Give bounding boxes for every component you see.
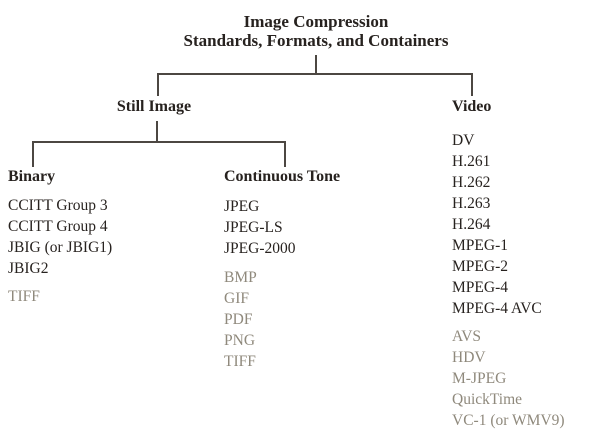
list-item: CCITT Group 3 — [8, 197, 108, 214]
connector-still-image-drop-right — [284, 141, 286, 167]
branch-label-continuous-tone: Continuous Tone — [224, 168, 341, 185]
list-item: AVS — [452, 328, 482, 345]
list-item: H.261 — [452, 153, 491, 170]
list-item: BMP — [224, 269, 257, 286]
list-item: TIFF — [8, 288, 40, 305]
connector-still-image-stem — [156, 121, 158, 142]
list-item: JPEG — [224, 198, 260, 215]
list-item: H.264 — [452, 216, 491, 233]
connector-still-image-horizontal — [32, 141, 286, 143]
list-item: TIFF — [224, 353, 256, 370]
connector-root-drop-left — [157, 73, 159, 96]
diagram-title: Image Compression Standards, Formats, an… — [116, 12, 516, 50]
branch-label-binary: Binary — [8, 168, 56, 185]
connector-still-image-drop-left — [32, 141, 34, 167]
list-item: JBIG2 — [8, 260, 49, 277]
list-item: PNG — [224, 332, 256, 349]
list-item: HDV — [452, 349, 486, 366]
continuous-tone-muted-items-list: BMP GIF PDF PNG TIFF — [224, 267, 257, 372]
list-item: VC-1 (or WMV9) — [452, 412, 565, 429]
binary-muted-items-list: TIFF — [8, 286, 40, 307]
connector-root-horizontal — [157, 73, 473, 75]
list-item: M-JPEG — [452, 370, 507, 387]
list-item: JPEG-2000 — [224, 240, 296, 257]
continuous-tone-items-list: JPEG JPEG-LS JPEG-2000 — [224, 196, 295, 259]
binary-items-list: CCITT Group 3 CCITT Group 4 JBIG (or JBIG1… — [8, 195, 112, 279]
list-item: PDF — [224, 311, 253, 328]
list-item: MPEG-1 — [452, 237, 508, 254]
list-item: DV — [452, 132, 475, 149]
connector-root-drop-right — [471, 73, 473, 96]
connector-root-stem — [315, 55, 317, 75]
list-item: JBIG (or JBIG1) — [8, 239, 113, 256]
list-item: GIF — [224, 290, 249, 307]
list-item: H.263 — [452, 195, 491, 212]
title-line-2: Standards, Formats, and Containers — [183, 31, 449, 50]
list-item: JPEG-LS — [224, 219, 283, 236]
list-item: CCITT Group 4 — [8, 218, 108, 235]
title-line-1: Image Compression — [243, 12, 389, 31]
list-item: MPEG-4 AVC — [452, 300, 542, 317]
branch-label-video: Video — [452, 98, 492, 115]
list-item: MPEG-2 — [452, 258, 508, 275]
branch-label-still-image: Still Image — [116, 98, 192, 115]
list-item: H.262 — [452, 174, 491, 191]
list-item: MPEG-4 — [452, 279, 508, 296]
list-item: QuickTime — [452, 391, 523, 408]
